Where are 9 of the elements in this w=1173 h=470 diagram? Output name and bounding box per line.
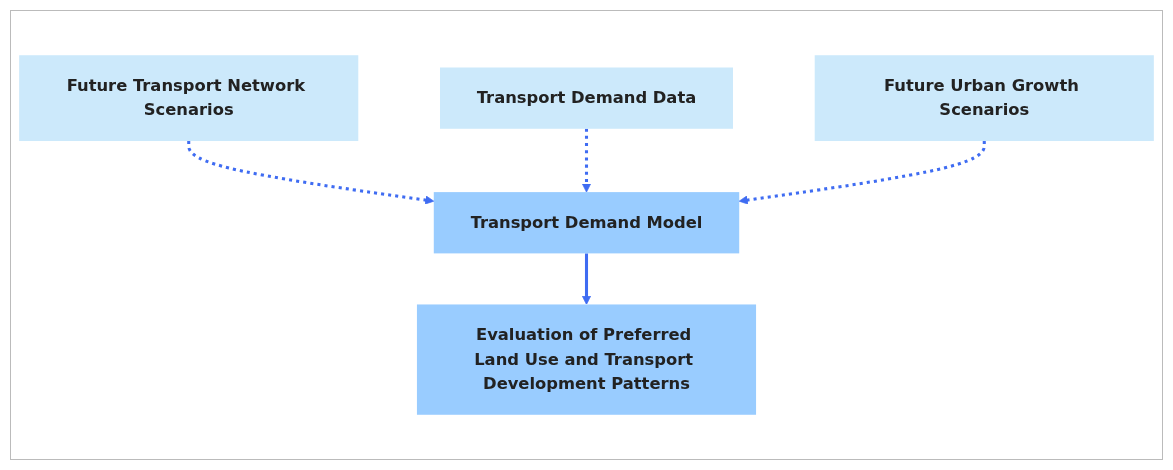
- arrow: [738, 141, 986, 205]
- node-box: Evaluation of Preferred Land Use and Transport Development Patterns: [416, 304, 757, 415]
- node-box: Future Urban Growth Scenarios: [814, 55, 1154, 142]
- node-box: Transport Demand Model: [433, 192, 740, 254]
- node-box: Future Transport Network Scenarios: [19, 55, 359, 142]
- arrow: [582, 128, 591, 193]
- node-box: Transport Demand Data: [440, 67, 733, 129]
- arrow: [187, 141, 435, 205]
- arrow: [582, 253, 591, 305]
